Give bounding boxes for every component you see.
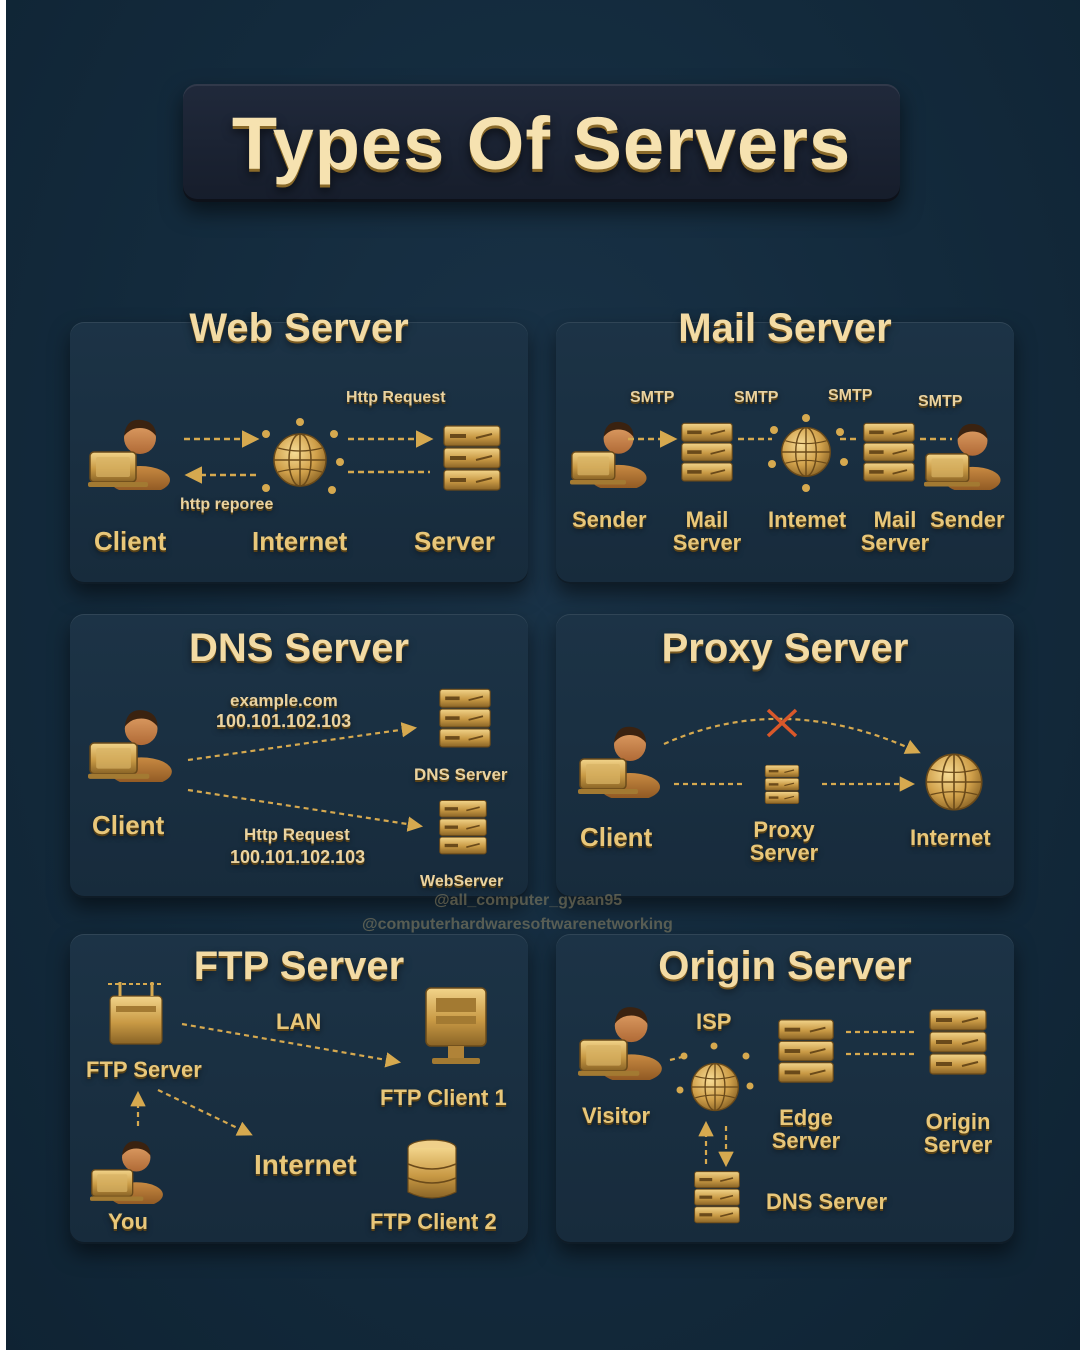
sender-person-icon [570,421,648,488]
dns-diagram [88,688,492,855]
ftp-lan-label: LAN [276,1009,322,1034]
edge-server-icon [777,1018,835,1084]
mail-sender-1: Sender [572,507,647,532]
panel-origin-server: Origin Server ISP Visitor Edge Server Or… [556,934,1014,1244]
mail-smtp-1: SMTP [630,389,675,406]
mail-server-icon [680,422,734,482]
visitor-person-icon [578,1006,663,1080]
ftp-internet-label: Internet [254,1149,357,1180]
origin-server-label: Origin Server [923,1109,993,1158]
dns-server-label: DNS Server [414,765,508,784]
dns-arrows [187,722,424,832]
dns-web-server-label: WebServer [420,873,504,890]
origin-arrows [669,1030,918,1168]
proxy-diagram [578,708,983,811]
ftp-router-icon [108,982,164,1045]
web-arrows [184,430,434,484]
client-person-icon [88,419,171,490]
mail-smtp-3: SMTP [828,387,873,404]
proxy-client-label: Client [580,822,653,852]
ftp-client2-label: FTP Client 2 [370,1209,497,1234]
panel-proxy-server: Proxy Server Client Proxy Server Interne… [556,614,1014,898]
panel-title-web: Web Server [189,306,409,350]
ftp-server-label: FTP Server [86,1057,202,1082]
ftp-arrows [130,1022,402,1136]
dns-ip-1: 100.101.102.103 [216,711,352,731]
mail-sender-2: Sender [930,507,1005,532]
dns-http-request: Http Request [244,825,350,844]
ftp-client1-label: FTP Client 1 [380,1085,507,1110]
mail-smtp-4: SMTP [918,393,963,410]
ftp-client2-database-icon [407,1139,457,1199]
dns-domain: example.com [230,691,338,710]
ftp-client1-monitor-icon [425,987,487,1064]
mail-server2-icon [862,422,916,482]
mail-internet: Intemet [768,507,847,532]
mail-internet-globe-icon [768,414,848,492]
panel-title-proxy: Proxy Server [661,626,909,670]
ftp-you-person-icon [90,1140,164,1204]
frame-edge [0,0,6,1350]
web-server-icon [443,425,501,491]
dns-web-server-icon [438,799,488,855]
panel-title-ftp: FTP Server [193,944,405,988]
receiver-person-icon [924,423,1002,490]
dns-client-label: Client [92,810,165,840]
panel-title-mail: Mail Server [678,306,892,350]
web-diagram [88,418,501,494]
internet-globe-icon [262,418,344,494]
panel-web-server: Web Server Http Request http reporee Cli… [70,306,528,584]
origin-edge-label: Edge Server [771,1105,841,1154]
origin-isp-label: ISP [696,1009,732,1034]
origin-dns-server-icon [693,1170,741,1224]
origin-server-icon [929,1009,987,1075]
proxy-server-icon [764,764,800,805]
panel-ftp-server: FTP Server FTP Server LAN [70,934,528,1244]
origin-visitor-label: Visitor [582,1103,651,1128]
web-http-request: Http Request [346,389,446,406]
dns-server-icon [438,688,492,748]
mail-server-1: Mail Server [672,507,742,556]
watermark-1: @all_computer_gyaan95 [434,892,623,909]
web-internet-label: Internet [252,526,348,556]
panel-mail-server: Mail Server SMTP SMTP SMTP SMTP Sender M… [556,306,1014,584]
panel-title-origin: Origin Server [658,944,912,988]
dns-ip-2: 100.101.102.103 [230,847,366,867]
title-plate: Types Of Servers [183,84,900,202]
ftp-diagram [90,982,487,1204]
proxy-server-label: Proxy Server [749,817,819,866]
mail-server-2: Mail Server [860,507,930,556]
panel-dns-server: DNS Server example.com 100.101.102.103 H… [70,614,528,898]
page-title: Types Of Servers [231,101,852,185]
proxy-client-person-icon [578,726,661,798]
proxy-internet-globe-icon [925,753,983,811]
origin-diagram [578,1006,987,1224]
web-http-response: http reporee [180,496,274,513]
origin-dns-label: DNS Server [766,1189,888,1214]
ftp-you-label: You [108,1209,148,1234]
proxy-internet-label: Internet [910,825,991,850]
mail-smtp-2: SMTP [734,389,779,406]
blocked-x-icon [766,708,798,738]
dns-client-person-icon [88,709,173,782]
mail-diagram [570,414,1002,492]
web-client-label: Client [94,526,167,556]
web-server-label: Server [414,526,495,556]
isp-globe-icon [676,1042,754,1112]
panel-title-dns: DNS Server [188,626,410,670]
watermark-2: @computerhardwaresoftwarenetworking [362,916,673,933]
